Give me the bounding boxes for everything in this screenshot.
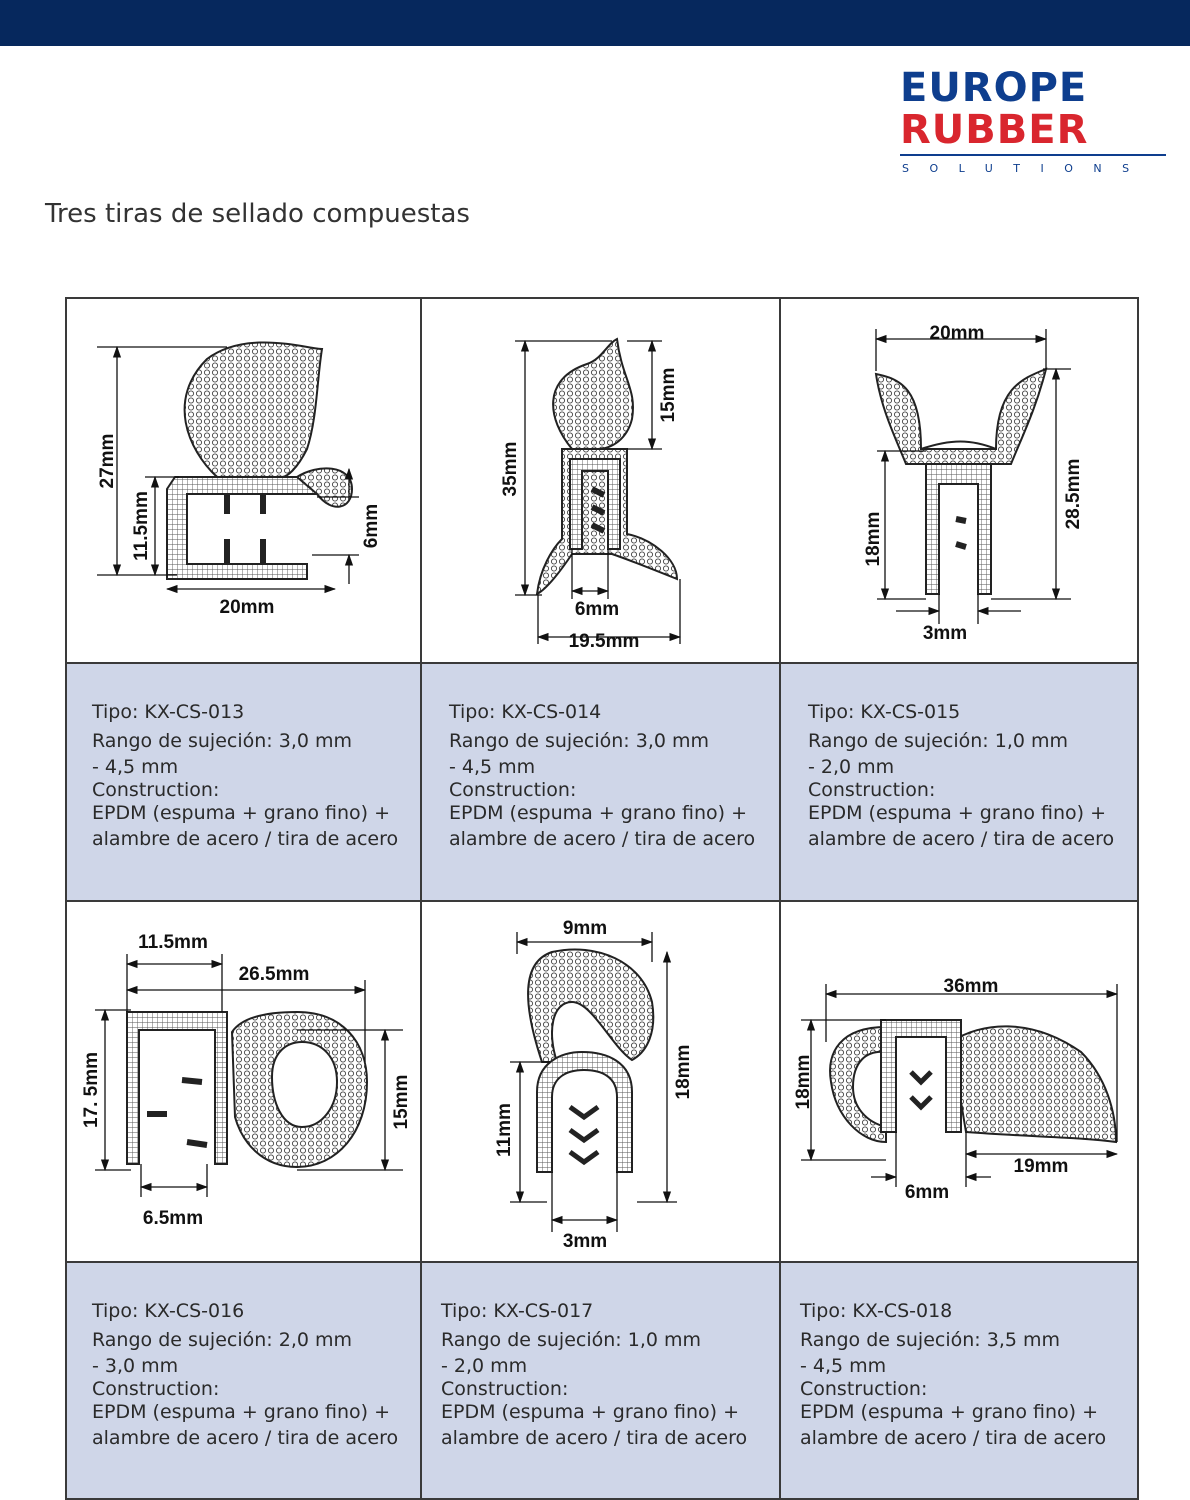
product-spec-kx-cs-015: Tipo: KX-CS-015 Rango de sujeción: 1,0 m… <box>779 662 1139 902</box>
dimension-label: 9mm <box>563 918 607 939</box>
dimension-label: 3mm <box>563 1231 607 1252</box>
material-line: alambre de acero / tira de acero <box>92 828 399 850</box>
product-drawing-kx-cs-016: 11.5mm 26.5mm 17. 5mm 15mm 6.5mm <box>65 900 422 1263</box>
dimension-label: 19mm <box>1014 1156 1069 1177</box>
construction-label: Construction: <box>92 779 220 801</box>
material-line: alambre de acero / tira de acero <box>800 1427 1107 1449</box>
product-drawing-kx-cs-014: 35mm 15mm 6mm 19.5mm <box>420 297 782 664</box>
clamping-range: Rango de sujeción: 1,0 mm <box>441 1329 701 1351</box>
dimension-label: 15mm <box>658 368 679 423</box>
clip-body <box>166 476 333 580</box>
dimension-label: 27mm <box>97 434 118 489</box>
product-type: Tipo: KX-CS-013 <box>92 701 245 723</box>
clamping-range-end: - 2,0 mm <box>441 1355 528 1377</box>
dimension-label: 20mm <box>930 323 985 344</box>
dimension-label: 36mm <box>944 976 999 997</box>
logo-line-solutions: SOLUTIONS <box>902 162 1150 175</box>
material-line: EPDM (espuma + grano fino) + <box>441 1401 740 1423</box>
dimension-label: 19.5mm <box>569 631 640 652</box>
product-type: Tipo: KX-CS-017 <box>441 1300 594 1322</box>
logo-divider <box>900 154 1166 156</box>
product-type: Tipo: KX-CS-018 <box>800 1300 953 1322</box>
material-line: EPDM (espuma + grano fino) + <box>92 802 391 824</box>
construction-label: Construction: <box>441 1378 569 1400</box>
top-banner <box>0 0 1190 46</box>
product-spec-kx-cs-018: Tipo: KX-CS-018 Rango de sujeción: 3,5 m… <box>779 1261 1139 1500</box>
product-type: Tipo: KX-CS-014 <box>449 701 602 723</box>
clamping-range: Rango de sujeción: 1,0 mm <box>808 730 1068 752</box>
dimension-label: 6mm <box>361 504 382 548</box>
dimension-label: 11mm <box>494 1103 515 1157</box>
clamping-range: Rango de sujeción: 2,0 mm <box>92 1329 352 1351</box>
material-line: EPDM (espuma + grano fino) + <box>449 802 748 824</box>
dimension-label: 3mm <box>923 623 967 644</box>
product-drawing-kx-cs-013: 27mm 11.5mm 6mm 20mm <box>65 297 422 664</box>
dimension-label: 6mm <box>905 1182 949 1203</box>
clamping-range-end: - 4,5 mm <box>449 756 536 778</box>
material-line: EPDM (espuma + grano fino) + <box>808 802 1107 824</box>
product-type: Tipo: KX-CS-015 <box>808 701 961 723</box>
product-type: Tipo: KX-CS-016 <box>92 1300 245 1322</box>
dimension-label: 6.5mm <box>143 1208 203 1229</box>
logo-line-europe: EUROPE <box>900 65 1088 111</box>
product-spec-kx-cs-013: Tipo: KX-CS-013 Rango de sujeción: 3,0 m… <box>65 662 422 902</box>
logo-line-rubber: RUBBER <box>900 107 1089 153</box>
construction-label: Construction: <box>92 1378 220 1400</box>
dimension-label: 35mm <box>500 442 521 497</box>
construction-label: Construction: <box>808 779 936 801</box>
material-line: alambre de acero / tira de acero <box>449 828 756 850</box>
product-drawing-kx-cs-017: 9mm 18mm 11mm 3mm <box>420 900 782 1263</box>
clamping-range-end: - 2,0 mm <box>808 756 895 778</box>
dimension-label: 26.5mm <box>239 964 310 985</box>
europe-rubber-logo: EUROPE RUBBER SOLUTIONS <box>900 66 1170 178</box>
material-line: alambre de acero / tira de acero <box>808 828 1115 850</box>
clamping-range: Rango de sujeción: 3,0 mm <box>92 730 352 752</box>
dimension-label: 18mm <box>793 1055 814 1110</box>
clamping-range-end: - 4,5 mm <box>92 756 179 778</box>
construction-label: Construction: <box>800 1378 928 1400</box>
dimension-label: 28.5mm <box>1063 459 1084 530</box>
clamping-range-end: - 3,0 mm <box>92 1355 179 1377</box>
clamping-range: Rango de sujeción: 3,0 mm <box>449 730 709 752</box>
page-title: Tres tiras de sellado compuestas <box>45 199 470 230</box>
dimension-label: 6mm <box>575 599 619 620</box>
dimension-label: 11.5mm <box>138 932 208 953</box>
product-spec-kx-cs-016: Tipo: KX-CS-016 Rango de sujeción: 2,0 m… <box>65 1261 422 1500</box>
dimension-label: 18mm <box>863 512 884 567</box>
dimension-label: 17. 5mm <box>81 1052 102 1128</box>
product-spec-kx-cs-014: Tipo: KX-CS-014 Rango de sujeción: 3,0 m… <box>420 662 782 902</box>
product-drawing-kx-cs-018: 36mm 18mm 19mm 6mm <box>779 900 1139 1263</box>
dimension-label: 18mm <box>673 1045 694 1100</box>
product-spec-kx-cs-017: Tipo: KX-CS-017 Rango de sujeción: 1,0 m… <box>420 1261 782 1500</box>
material-line: EPDM (espuma + grano fino) + <box>800 1401 1099 1423</box>
foam-bulb <box>183 341 324 478</box>
dimension-label: 11.5mm <box>131 491 152 561</box>
clamping-range-end: - 4,5 mm <box>800 1355 887 1377</box>
dimension-label: 20mm <box>220 597 275 618</box>
dimension-label: 15mm <box>391 1075 412 1130</box>
material-line: EPDM (espuma + grano fino) + <box>92 1401 391 1423</box>
product-grid: 27mm 11.5mm 6mm 20mm 35 <box>65 297 1139 1500</box>
clamping-range: Rango de sujeción: 3,5 mm <box>800 1329 1060 1351</box>
product-drawing-kx-cs-015: 20mm 28.5mm 18mm 3mm <box>779 297 1139 664</box>
material-line: alambre de acero / tira de acero <box>92 1427 399 1449</box>
construction-label: Construction: <box>449 779 577 801</box>
material-line: alambre de acero / tira de acero <box>441 1427 748 1449</box>
